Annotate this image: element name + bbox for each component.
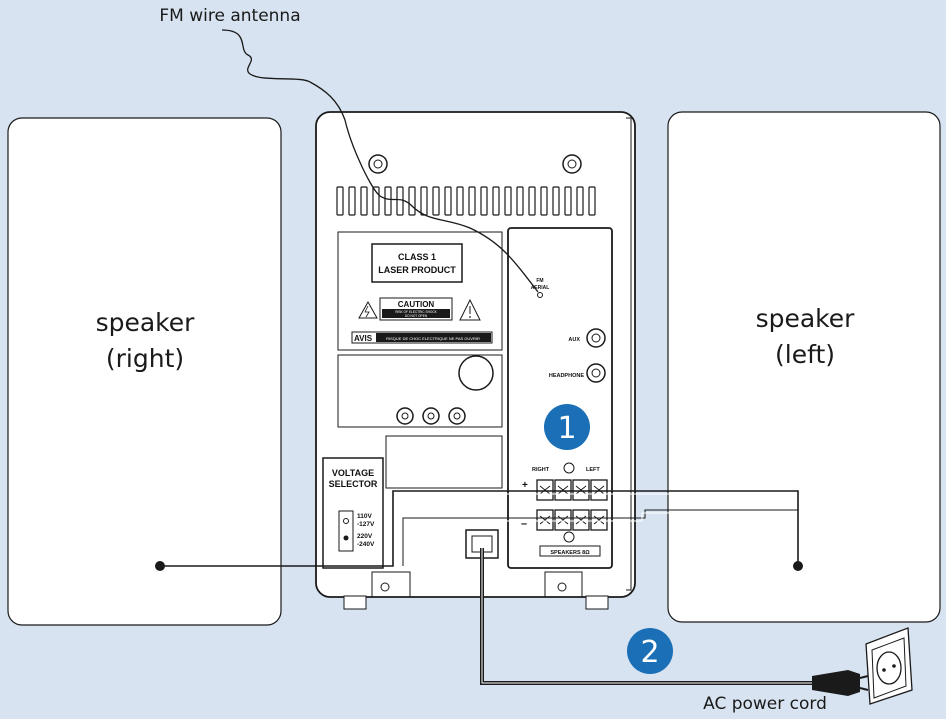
aux-label: AUX <box>568 337 580 343</box>
speaker-left-connector <box>793 561 803 571</box>
step-1-badge: 1 <box>544 404 590 450</box>
speaker-wire-outer <box>160 490 799 567</box>
voltage-label-1: VOLTAGE <box>332 468 374 478</box>
vent-slot <box>516 186 524 216</box>
speakers-label: SPEAKERS 8Ω <box>550 550 590 556</box>
vent-slot <box>444 186 452 216</box>
vent-slot <box>576 186 584 216</box>
caution-text: CAUTION <box>398 300 435 309</box>
terminal-clip[interactable] <box>572 509 590 531</box>
fm-wire-antenna-label: FM wire antenna <box>159 6 301 26</box>
minus-sign: – <box>521 518 527 530</box>
screw-right-icon <box>562 154 582 174</box>
avis-text: AVIS <box>354 334 373 343</box>
terminal-clip[interactable] <box>554 509 572 531</box>
v220-text-2: -240V <box>357 541 375 548</box>
plus-sign: + <box>522 480 528 491</box>
headphone-label: HEADPHONE <box>549 373 584 379</box>
aerial-label: AERIAL <box>531 285 550 291</box>
voltage-switch[interactable] <box>338 510 354 552</box>
terminal-clip[interactable] <box>554 479 572 501</box>
port-circle <box>458 355 494 391</box>
aux-jack[interactable] <box>586 328 606 348</box>
speaker-left-sublabel: (left) <box>775 340 835 369</box>
vent-slot <box>396 186 404 216</box>
speaker-terminals[interactable] <box>536 479 608 531</box>
main-unit: CLASS 1 LASER PRODUCT CAUTION RISK OF EL… <box>315 111 636 610</box>
vent-slot <box>420 186 428 216</box>
avis-warning-text: RISQUE DE CHOC ELECTRIQUE NE PAS OUVRIR <box>386 336 480 341</box>
fm-wire-antenna <box>221 29 539 293</box>
speaker-wire-inner <box>402 509 798 566</box>
class1-text: CLASS 1 <box>398 252 436 262</box>
screw-left-icon <box>368 154 388 174</box>
vent-slot <box>552 186 560 216</box>
vent-slot <box>384 186 392 216</box>
v220-text-1: 220V <box>357 533 373 540</box>
wall-outlet-icon <box>865 627 913 705</box>
left-label: LEFT <box>586 467 600 473</box>
right-label: RIGHT <box>532 467 550 473</box>
vent-slot <box>528 186 536 216</box>
ac-power-cord-label: AC power cord <box>703 694 827 714</box>
step-2-badge: 2 <box>627 628 673 674</box>
speaker-right-sublabel: (right) <box>105 344 185 373</box>
terminal-clip[interactable] <box>590 479 608 501</box>
fm-label: FM <box>536 278 543 284</box>
vent-slot <box>504 186 512 216</box>
svg-text:1: 1 <box>557 411 576 446</box>
vent-slot <box>540 186 548 216</box>
speaker-right-box <box>7 117 282 626</box>
speaker-right-label: speaker <box>95 308 195 337</box>
terminal-clip[interactable] <box>536 479 554 501</box>
vent-slot <box>432 186 440 216</box>
caution-warning-icon <box>459 298 481 321</box>
vent-slot <box>348 186 356 216</box>
vent-slot <box>336 186 344 216</box>
fm-aerial-socket[interactable] <box>537 292 543 298</box>
caution-sub2-text: DO NOT OPEN <box>405 314 428 318</box>
speaker-right-connector <box>155 561 165 571</box>
vent-slot <box>456 186 464 216</box>
vent-slot <box>408 186 416 216</box>
terminal-clip[interactable] <box>572 479 590 501</box>
vent-slot <box>360 186 368 216</box>
speaker-left-label: speaker <box>755 304 855 333</box>
terminal-clip[interactable] <box>590 509 608 531</box>
caution-sub1-text: RISK OF ELECTRIC SHOCK <box>395 310 437 314</box>
vent-slot <box>588 186 596 216</box>
power-plug-icon <box>812 670 869 696</box>
rca-jacks <box>396 407 466 425</box>
shock-warning-icon <box>358 300 378 319</box>
terminal-clip[interactable] <box>536 509 554 531</box>
svg-text:2: 2 <box>640 635 659 670</box>
vent-slot <box>480 186 488 216</box>
vent-slot <box>468 186 476 216</box>
vent-slot <box>492 186 500 216</box>
voltage-label-2: SELECTOR <box>329 479 378 489</box>
v110-text-2: -127V <box>357 521 375 528</box>
headphone-jack[interactable] <box>586 363 606 383</box>
laser-product-text: LASER PRODUCT <box>378 265 456 275</box>
v110-text-1: 110V <box>357 513 372 520</box>
cooling-vents <box>336 186 596 216</box>
vent-slot <box>564 186 572 216</box>
